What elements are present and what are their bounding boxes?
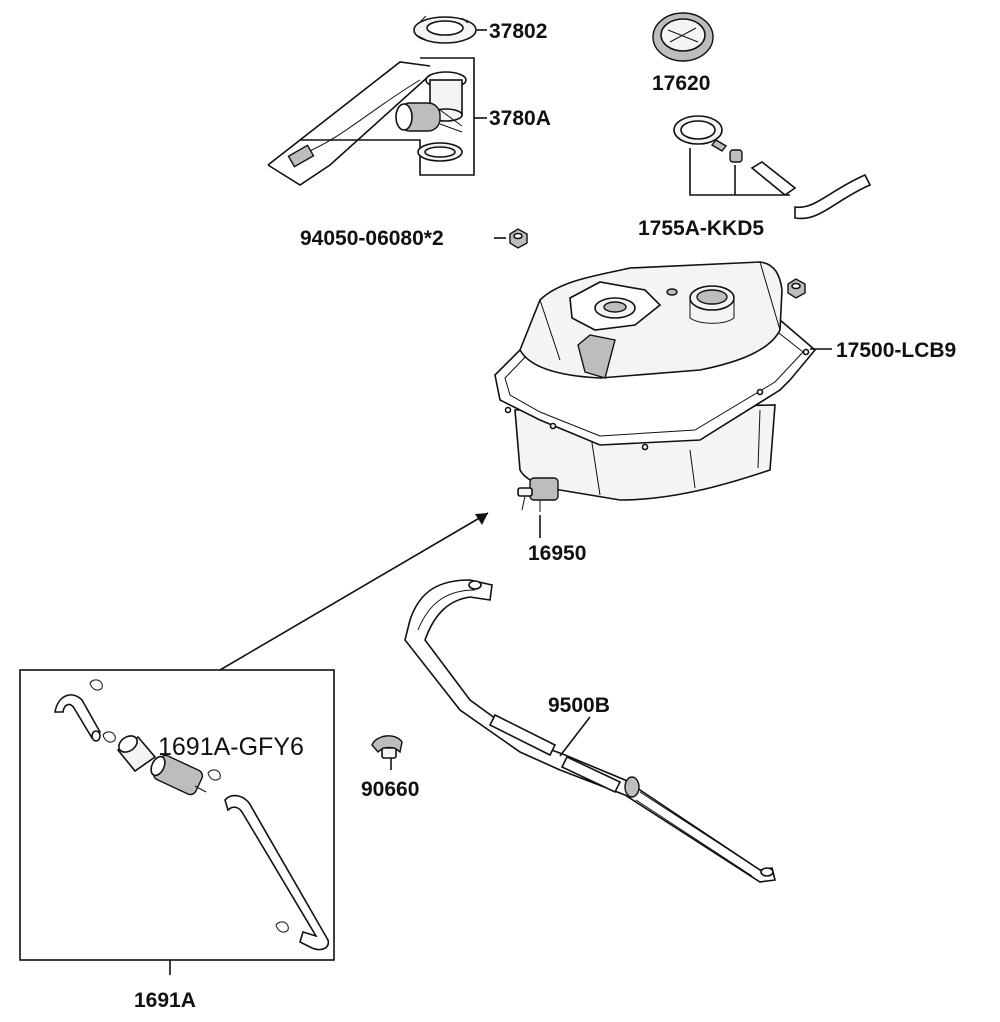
lock-ring-part [413, 15, 477, 44]
fuel-filter-kit-box [19, 669, 335, 961]
fuel-tank-part [494, 261, 817, 512]
fuel-cap-part [652, 12, 714, 62]
hose-clip-part [371, 735, 403, 759]
fuel-filter-kit-part [54, 679, 330, 951]
label-3780A: 3780A [489, 107, 551, 130]
leader-9500B [559, 716, 591, 757]
label-1755A-KKD5: 1755A-KKD5 [638, 217, 764, 240]
label-16950: 16950 [528, 542, 586, 565]
label-90660: 90660 [361, 778, 419, 801]
label-37802: 37802 [489, 20, 547, 43]
label-17620: 17620 [652, 72, 710, 95]
label-1691A: 1691A [134, 989, 196, 1012]
label-94050-06080: 94050-06080*2 [300, 227, 444, 250]
label-17500-LCB9: 17500-LCB9 [836, 339, 956, 362]
flange-nut-part [509, 228, 806, 299]
assembly-arrow [219, 512, 489, 671]
label-9500B: 9500B [548, 694, 610, 717]
fuel-pump-assembly-part [267, 57, 475, 186]
label-1691A-GFY6: 1691A-GFY6 [158, 733, 304, 761]
breather-hose-kit-part [673, 115, 872, 220]
fuel-hose-part [404, 579, 776, 883]
